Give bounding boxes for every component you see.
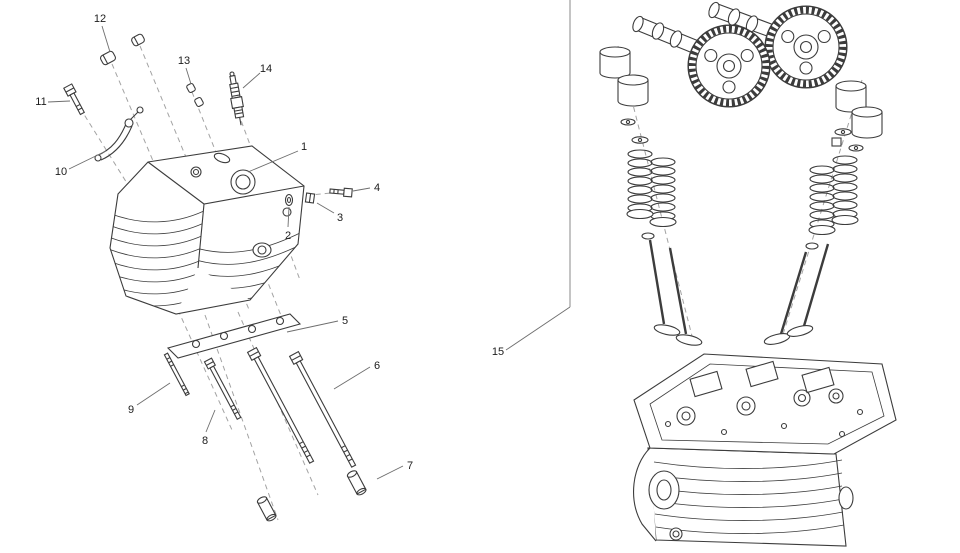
camshaft-intake [632,15,771,108]
valve-tappet-buckets [599,46,883,139]
valve-towers [689,360,835,398]
sealing-washer [284,193,294,207]
callout-label-7: 7 [407,460,413,472]
callout-label-8: 8 [202,435,208,447]
callout-label-3: 3 [337,212,343,224]
spark-plug [229,71,245,126]
valves [648,239,830,346]
callout-label-10: 10 [55,166,67,178]
spring-seats [626,208,859,250]
callout-label-5: 5 [342,315,348,327]
cam-sprocket-intake [687,24,771,108]
cam-chain-port [230,169,256,195]
head-gasket [166,313,302,359]
spark-plug-well [190,166,202,178]
right-view-valvetrain-exploded [569,0,897,547]
rubber-caps [99,33,145,66]
valve-springs [627,149,858,229]
stud-bolt [163,352,190,397]
cylinder-head-block [633,353,897,547]
callout-labels: 1 2 3 4 5 6 7 8 9 10 11 12 13 14 15 [35,13,504,472]
callout-label-15: 15 [492,346,504,358]
small-plugs [186,82,204,108]
spacer-sleeves [256,470,367,522]
left-view-cylinder-head-exploded [63,33,367,522]
callout-label-13: 13 [178,55,190,67]
exhaust-port [648,470,680,510]
cam-sprocket-exhaust [764,5,848,89]
long-cylinder-bolts [246,346,357,468]
cylinder-head-body [109,145,305,315]
callout-label-9: 9 [128,404,134,416]
callout-label-1: 1 [301,141,307,153]
valve-shims-retainers [620,118,864,152]
callout-label-6: 6 [374,360,380,372]
flange-bolt [203,357,242,420]
callout-label-12: 12 [94,13,106,25]
nut [304,192,316,204]
mount-bolt [63,83,86,116]
callout-label-11: 11 [35,96,46,108]
fitting-bolt [329,187,353,198]
callout-label-4: 4 [374,182,380,194]
callout-label-2: 2 [285,230,291,242]
callout-leader-lines [47,25,571,480]
callout-label-14: 14 [260,63,272,75]
camshaft-exhaust [708,1,848,89]
